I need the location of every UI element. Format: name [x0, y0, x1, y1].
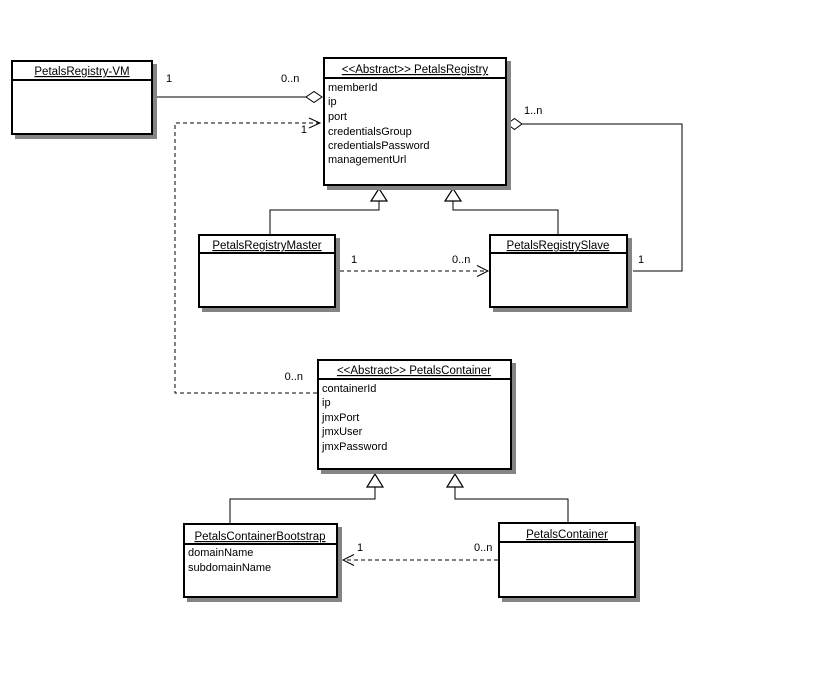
- class-petalsregistrymaster: PetalsRegistryMaster: [198, 234, 340, 312]
- class-title: PetalsContainer: [526, 529, 608, 541]
- open-arrowhead-icon: [476, 265, 490, 277]
- class-attribute: containerId: [322, 383, 376, 395]
- generalization-slave-registry: [443, 187, 559, 234]
- class-attribute: jmxPassword: [321, 441, 387, 453]
- class-box: [498, 522, 636, 598]
- class-attribute: jmxUser: [321, 426, 363, 438]
- class-petalsregistry-vm: PetalsRegistry-VM: [11, 60, 157, 139]
- class-title: <<Abstract>> PetalsRegistry: [342, 64, 489, 76]
- generalization-master-registry: [269, 187, 389, 234]
- class-box: [198, 234, 336, 308]
- class-petalsregistryslave: PetalsRegistrySlave: [489, 234, 632, 312]
- aggregation-vm-registry: 1 0..n: [153, 73, 323, 104]
- generalization-triangle-icon: [443, 187, 463, 202]
- generalization-line: [454, 487, 569, 522]
- class-petalsregistry-abstract: <<Abstract>> PetalsRegistry memberId ip …: [323, 57, 511, 190]
- generalization-bootstrap-container: [229, 472, 385, 523]
- class-title: <<Abstract>> PetalsContainer: [337, 365, 491, 377]
- class-attribute: credentialsGroup: [328, 126, 412, 138]
- class-title: PetalsRegistrySlave: [507, 240, 610, 252]
- association-containers-bootstrap: 1 0..n: [341, 542, 498, 566]
- multiplicity-label: 1: [301, 124, 307, 136]
- class-box: [489, 234, 628, 308]
- generalization-triangle-icon: [445, 472, 465, 488]
- class-petalscontainer: PetalsContainer: [498, 522, 640, 602]
- class-box: [183, 523, 338, 598]
- association-containers-registry-line: [174, 122, 320, 394]
- generalization-triangle-icon: [369, 187, 389, 202]
- association-containers-registry: 1 0..n: [174, 117, 322, 394]
- class-attribute: port: [328, 111, 347, 123]
- class-title: PetalsRegistry-VM: [34, 66, 129, 78]
- class-attribute: managementUrl: [328, 154, 406, 166]
- class-petalscontainerbootstrap: PetalsContainerBootstrap domainName subd…: [183, 523, 342, 602]
- class-attribute: memberId: [328, 82, 378, 94]
- generalization-container-container: [445, 472, 569, 522]
- multiplicity-label: 1..n: [524, 105, 542, 117]
- multiplicity-label: 0..n: [452, 254, 470, 266]
- class-petalscontainer-abstract: <<Abstract>> PetalsContainer containerId…: [317, 359, 516, 474]
- multiplicity-label: 0..n: [474, 542, 492, 554]
- class-title: PetalsRegistryMaster: [212, 240, 321, 252]
- generalization-line: [229, 487, 376, 523]
- class-attribute: credentialsPassword: [328, 140, 430, 152]
- class-box: [323, 57, 507, 186]
- multiplicity-label: 1: [351, 254, 357, 266]
- generalization-line: [269, 201, 380, 234]
- open-arrowhead-icon: [341, 554, 355, 566]
- class-title: PetalsContainerBootstrap: [194, 531, 325, 543]
- class-attribute: jmxPort: [321, 412, 359, 424]
- class-attribute: ip: [328, 96, 337, 108]
- open-arrowhead-icon: [308, 117, 322, 129]
- class-attribute: subdomainName: [188, 562, 271, 574]
- aggregation-registry-slaves-line: [522, 123, 683, 272]
- multiplicity-label: 0..n: [285, 371, 303, 383]
- generalization-triangle-icon: [365, 472, 385, 488]
- aggregation-diamond-icon: [305, 90, 323, 104]
- multiplicity-label: 1: [166, 73, 172, 85]
- class-attribute: domainName: [188, 547, 253, 559]
- association-master-slaves: 1 0..n: [340, 254, 490, 277]
- class-box: [11, 60, 153, 135]
- multiplicity-label: 1: [638, 254, 644, 266]
- multiplicity-label: 1: [357, 542, 363, 554]
- generalization-line: [452, 201, 559, 234]
- class-attribute: ip: [322, 397, 331, 409]
- multiplicity-label: 0..n: [281, 73, 299, 85]
